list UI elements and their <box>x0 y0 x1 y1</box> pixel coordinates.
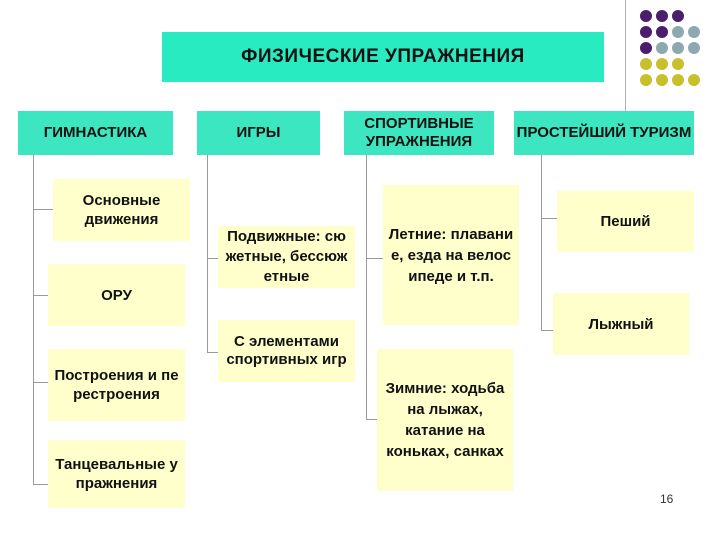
connector-line <box>33 155 34 485</box>
item-oru: ОРУ <box>48 264 185 326</box>
dot-olive <box>688 74 700 86</box>
connector-line <box>207 258 218 259</box>
dot-grey <box>688 26 700 38</box>
category-gymnastics: ГИМНАСТИКА <box>18 111 173 155</box>
dot-olive <box>640 58 652 70</box>
connector-line <box>33 484 48 485</box>
dot-purple <box>640 10 652 22</box>
dot-purple <box>672 10 684 22</box>
item-skiing: Лыжный <box>553 293 689 355</box>
item-winter-sports: Зимние: ходьба на лыжах, катание на конь… <box>377 349 513 491</box>
item-dance-exercises: Танцевальные упражнения <box>48 440 185 508</box>
diagram-title: ФИЗИЧЕСКИЕ УПРАЖНЕНИЯ <box>162 32 604 82</box>
dot-purple <box>640 26 652 38</box>
category-sport-exercises: СПОРТИВНЫЕ УПРАЖНЕНИЯ <box>344 111 494 155</box>
dot-grey <box>672 26 684 38</box>
dot-olive <box>672 74 684 86</box>
page-number: 16 <box>660 492 674 506</box>
connector-line <box>366 258 383 259</box>
dot-olive <box>656 58 668 70</box>
connector-line <box>366 419 377 420</box>
connector-line <box>541 155 542 331</box>
connector-line <box>541 330 553 331</box>
item-outdoor-games: Подвижные: сюжетные, бессюжетные <box>218 226 355 288</box>
decorative-divider <box>625 0 626 130</box>
decorative-dot-grid <box>638 8 710 104</box>
dot-olive <box>656 74 668 86</box>
connector-line <box>33 295 48 296</box>
connector-line <box>366 155 367 420</box>
dot-olive <box>672 58 684 70</box>
dot-olive <box>640 74 652 86</box>
dot-purple <box>656 26 668 38</box>
dot-purple <box>640 42 652 54</box>
item-sport-game-elements: С элементами спортивных игр <box>218 320 355 382</box>
connector-line <box>33 382 48 383</box>
dot-purple <box>656 10 668 22</box>
dot-grey <box>656 42 668 54</box>
item-formations: Построения и перестроения <box>48 349 185 421</box>
category-tourism: ПРОСТЕЙШИЙ ТУРИЗМ <box>514 111 694 155</box>
dot-grey <box>672 42 684 54</box>
connector-line <box>207 352 218 353</box>
item-walking: Пеший <box>557 191 694 252</box>
connector-line <box>207 155 208 353</box>
category-games: ИГРЫ <box>197 111 320 155</box>
item-summer-sports: Летние: плавание, езда на велосипеде и т… <box>383 185 519 325</box>
item-basic-movements: Основные движения <box>53 179 190 241</box>
dot-grey <box>688 42 700 54</box>
connector-line <box>541 218 557 219</box>
connector-line <box>33 209 53 210</box>
